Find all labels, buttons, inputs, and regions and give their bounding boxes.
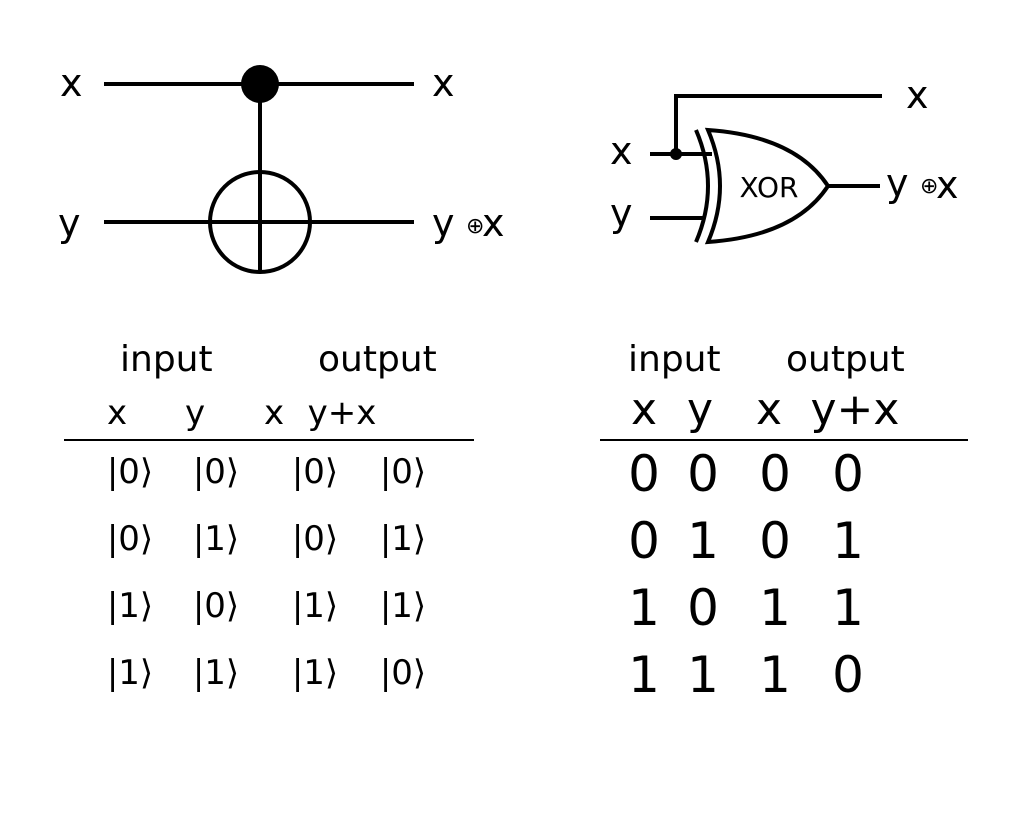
table-cell: |1⟩ [380, 519, 426, 559]
table-cell: 0 [832, 646, 864, 704]
table-cell: 0 [759, 512, 791, 570]
cnot-circuit: x y x y ⊕ x [58, 61, 505, 274]
target-xor-symbol [208, 170, 312, 274]
table-cell: |0⟩ [107, 452, 153, 492]
cnot-output-x-term: x [482, 201, 505, 245]
table-cell: |1⟩ [380, 586, 426, 626]
table-cell: |0⟩ [107, 519, 153, 559]
table-cell: |1⟩ [193, 519, 239, 559]
classical-column-headers: x y x y+x [631, 384, 900, 435]
column-header: x [631, 384, 657, 435]
table-cell: |1⟩ [292, 586, 338, 626]
column-header: y+x [308, 393, 377, 433]
table-row: |0⟩ |1⟩ |0⟩ |1⟩ [107, 519, 426, 559]
table-cell: 1 [832, 512, 864, 570]
table-row: |1⟩ |1⟩ |1⟩ |0⟩ [107, 653, 426, 693]
table-cell: |1⟩ [292, 653, 338, 693]
table-row: 0 0 0 0 [628, 445, 864, 503]
xor-output-x-term: x [936, 163, 959, 207]
xor-gate-back-arc [694, 129, 710, 243]
table-row: 1 0 1 1 [628, 579, 864, 637]
quantum-truth-table: input output x y x y+x |0⟩ |0⟩ |0⟩ |0⟩ |… [64, 339, 474, 693]
table-cell: 0 [687, 579, 719, 637]
table-row: |1⟩ |0⟩ |1⟩ |1⟩ [107, 586, 426, 626]
column-header: y [687, 384, 713, 435]
column-header: y [185, 393, 205, 433]
column-header: x [107, 393, 127, 433]
xor-input-y-label: y [610, 191, 633, 235]
classical-output-header: output [786, 339, 905, 380]
table-cell: |0⟩ [380, 452, 426, 492]
fanout-junction-dot [670, 148, 682, 160]
table-cell: 1 [832, 579, 864, 637]
xor-gate-label: XOR [740, 171, 799, 204]
table-cell: 0 [687, 445, 719, 503]
cnot-output-x-label: x [432, 61, 455, 105]
x-fanout-wire [674, 94, 882, 154]
xor-gate-circuit: XOR x y x y ⊕ x [610, 73, 959, 245]
table-cell: 1 [628, 646, 660, 704]
table-cell: 0 [759, 445, 791, 503]
table-cell: 1 [687, 512, 719, 570]
quantum-output-header: output [318, 339, 437, 380]
classical-input-header: input [628, 339, 721, 380]
table-cell: 0 [628, 512, 660, 570]
table-cell: 1 [759, 646, 791, 704]
table-cell: |0⟩ [292, 452, 338, 492]
xor-input-x-label: x [610, 129, 633, 173]
column-header: x [264, 393, 284, 433]
table-row: 0 1 0 1 [628, 512, 864, 570]
table-row: |0⟩ |0⟩ |0⟩ |0⟩ [107, 452, 426, 492]
cnot-output-y-label: y [432, 201, 455, 245]
table-cell: |1⟩ [107, 653, 153, 693]
control-dot [241, 65, 279, 103]
cnot-output-xor-symbol: ⊕ [466, 214, 484, 239]
table-cell: |1⟩ [107, 586, 153, 626]
xor-fanout-x-label: x [906, 73, 929, 117]
classical-truth-table: input output x y x y+x 0 0 0 0 0 1 0 1 1… [600, 339, 968, 704]
xor-output-xor-symbol: ⊕ [920, 174, 938, 199]
cnot-input-y-label: y [58, 201, 81, 245]
table-cell: 1 [759, 579, 791, 637]
cnot-input-x-label: x [60, 61, 83, 105]
column-header: x [756, 384, 782, 435]
table-row: 1 1 1 0 [628, 646, 864, 704]
table-cell: |0⟩ [380, 653, 426, 693]
quantum-column-headers: x y x y+x [107, 393, 376, 433]
table-cell: |0⟩ [193, 452, 239, 492]
xor-gate-body [704, 127, 831, 245]
table-cell: 0 [628, 445, 660, 503]
column-header: y+x [811, 384, 900, 435]
table-cell: 0 [832, 445, 864, 503]
table-cell: 1 [628, 579, 660, 637]
table-cell: |0⟩ [193, 586, 239, 626]
table-cell: |0⟩ [292, 519, 338, 559]
xor-output-y-label: y [886, 161, 909, 205]
quantum-input-header: input [120, 339, 213, 380]
table-cell: 1 [687, 646, 719, 704]
table-cell: |1⟩ [193, 653, 239, 693]
